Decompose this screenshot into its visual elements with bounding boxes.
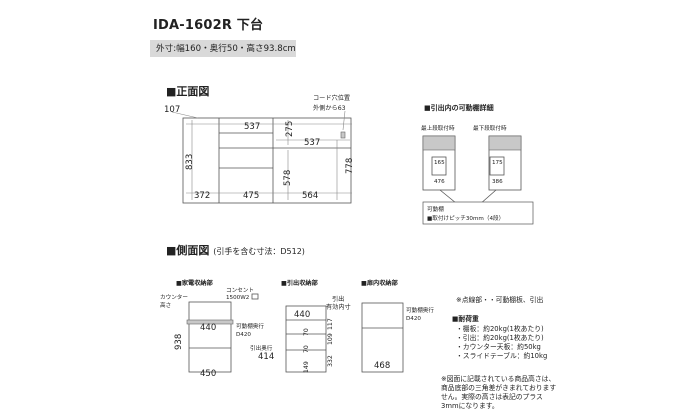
appliance-section: ■家電収納部 コンセント 1500W2 カウンター 高さ 440 450 938… [160, 279, 274, 379]
disclaimer: ※図面に記載されている商品高さは、 商品底部の三角差がきまれております せん。実… [441, 375, 556, 411]
load-item: ・棚板：約20kg(1枚あたり) [456, 325, 544, 333]
front-view-drawing: 107 537 537 275 833 778 578 372 475 564 … [164, 94, 355, 204]
drawer-width: 440 [294, 310, 310, 320]
drawer-h2: 70 [303, 345, 310, 353]
shelf-bottom-inner [489, 156, 505, 176]
cabinet-width: 468 [374, 361, 390, 371]
appliance-shelf-depth-1: 可動棚奥行 [236, 322, 264, 330]
disclaimer-line: せん。実際の高さは表記のプラス [441, 393, 543, 401]
disclaimer-line: 3mmになります。 [441, 402, 499, 410]
side-view-title: ■側面図 (引手を含む寸法：D512) [166, 242, 305, 258]
appliance-cabinet [188, 301, 232, 373]
dim-107: 107 [164, 105, 180, 115]
front-view-title: ■正面図 [166, 85, 210, 98]
dim-833: 833 [185, 154, 195, 170]
dim-578: 578 [283, 170, 293, 186]
model-title: IDA-1602R 下台 [153, 18, 264, 33]
counter-label-1: カウンター [160, 293, 188, 301]
drawer-h4: 117 [327, 318, 334, 330]
cabinet-outline [361, 302, 404, 373]
disclaimer-line: 商品底部の三角差がきまれております [441, 384, 557, 392]
appliance-counter [186, 319, 234, 325]
load-title: ■耐荷重 [452, 315, 479, 323]
items-note: ※点線部・・可動棚板、引出 [456, 296, 544, 304]
shelf-note-box [422, 201, 534, 225]
cord-hole-leader [342, 110, 346, 131]
cabinet-shelf-1: 可動棚奥行 [406, 306, 434, 314]
front-cabinet-outline [182, 117, 352, 204]
disclaimer-line: ※図面に記載されている商品高さは、 [441, 375, 556, 383]
dimensions-bar [150, 40, 296, 57]
appliance-height: 938 [174, 334, 184, 350]
dim-107-leader [171, 111, 199, 119]
shelf-note-1: 可動棚 [427, 205, 444, 213]
shelf-bottom-dim-2: 386 [492, 179, 503, 185]
drawer-h6: 332 [327, 355, 334, 367]
drawer-h1: 70 [303, 328, 310, 336]
shelf-bottom-dim-1: 175 [492, 160, 503, 166]
load-item: ・引出：約20kg(1枚あたり) [456, 334, 544, 342]
cord-hole-label-2: 外側から63 [313, 104, 346, 112]
drawer-h5: 109 [327, 333, 334, 345]
appliance-width-top: 440 [200, 323, 216, 333]
outlet-icon [251, 293, 259, 300]
appliance-shelf-depth-2: D420 [236, 332, 251, 338]
side-view-title-text: ■側面図 [166, 244, 210, 257]
drawer-h3: 149 [303, 361, 310, 373]
shelf-top-dim-1: 165 [434, 160, 445, 166]
load-list: ・棚板：約20kg(1枚あたり) ・引出：約20kg(1枚あたり) ・カウンター… [456, 325, 547, 361]
counter-label-2: 高さ [160, 301, 171, 309]
dim-372: 372 [194, 191, 210, 201]
shelf-bottom-shade [488, 135, 522, 151]
cabinet-title: ■扉内収納部 [361, 279, 399, 287]
appliance-drawer-depth-1: 引出奥行 [250, 344, 273, 352]
shelf-top-label: 最上段取付時 [421, 124, 455, 132]
drawer-cabinet [285, 305, 327, 373]
appliance-title: ■家電収納部 [176, 279, 214, 287]
dim-275: 275 [285, 121, 295, 137]
shelf-bottom-label: 最下段取付時 [473, 124, 507, 132]
dim-778: 778 [345, 158, 355, 174]
appliance-drawer-depth-2: 414 [258, 352, 274, 362]
dim-475: 475 [243, 191, 259, 201]
appliance-width-bottom: 450 [200, 369, 216, 379]
shelf-top-inner [431, 156, 447, 176]
shelf-note-2: ■取付けピッチ30mm（4段） [427, 214, 504, 222]
outlet-label-2: 1500W2 [226, 295, 249, 301]
dim-537-top: 537 [244, 122, 260, 132]
side-view-subtitle: (引手を含む寸法：D512) [213, 247, 305, 256]
load-item: ・スライドテーブル：約10kg [456, 352, 548, 360]
shelf-detail-title: ■引出内の可動棚詳細 [424, 104, 494, 112]
drawer-label-1: 引出 [332, 295, 344, 303]
dim-537-right: 537 [304, 138, 320, 148]
drawer-title: ■引出収納部 [281, 279, 319, 287]
cabinet-section: ■扉内収納部 可動棚奥行 D420 468 [361, 279, 434, 373]
shelf-top-shade [422, 135, 456, 151]
outlet-label-1: コンセント [226, 287, 254, 294]
cabinet-shelf-2: D420 [406, 316, 421, 322]
dimensions-text: 外寸:幅160・奥行50・高さ93.8cm [156, 44, 296, 54]
cord-hole-label-1: コード穴位置 [313, 94, 350, 102]
drawer-section: ■引出収納部 440 引出 有効内寸 70 70 149 117 109 332 [281, 279, 351, 373]
load-item: ・カウンター天板：約50kg [456, 343, 541, 351]
shelf-detail-drawing: 最上段取付時 最下段取付時 165 476 175 386 可動棚 ■取付けピッ… [421, 124, 534, 225]
shelf-top-dim-2: 476 [434, 179, 445, 185]
dim-564: 564 [302, 191, 318, 201]
cord-hole-marker [340, 131, 346, 139]
drawer-label-2: 有効内寸 [326, 303, 351, 311]
